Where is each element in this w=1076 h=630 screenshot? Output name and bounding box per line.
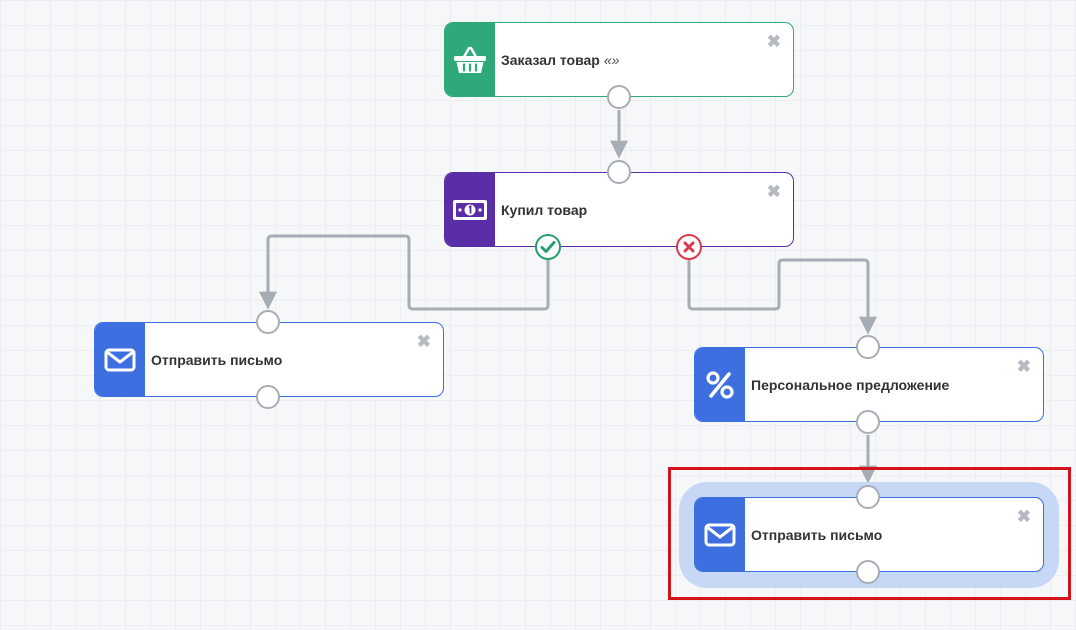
node-title-text: Отправить письмо: [751, 526, 883, 543]
close-icon[interactable]: ✖: [1016, 507, 1031, 526]
close-icon[interactable]: ✖: [766, 32, 781, 51]
node-icon-block: [695, 348, 745, 421]
envelope-icon: [704, 523, 736, 546]
node-title: Персональное предложение: [751, 348, 949, 421]
wire-yes-to-email: [259, 234, 550, 311]
node-title-suffix: «»: [603, 51, 620, 68]
input-port-email-selected[interactable]: [856, 485, 880, 509]
node-icon-block: [95, 323, 145, 396]
node-title-text: Отправить письмо: [151, 351, 283, 368]
node-send-email-selected[interactable]: Отправить письмо ✖: [694, 497, 1044, 572]
highlight-frame: [668, 467, 1071, 600]
node-send-email[interactable]: Отправить письмо ✖: [94, 322, 444, 397]
output-port-ordered[interactable]: [607, 85, 631, 109]
node-title-text: Персональное предложение: [751, 376, 950, 393]
input-port-offer[interactable]: [856, 335, 880, 359]
node-title: Отправить письмо: [751, 498, 882, 571]
close-icon[interactable]: ✖: [416, 332, 431, 351]
node-title: Купил товар: [501, 173, 587, 246]
envelope-icon: [104, 348, 136, 371]
node-title: Заказал товар «»: [501, 23, 619, 96]
banknote-icon: [453, 199, 487, 220]
node-icon-block: [445, 173, 495, 246]
cross-icon: [683, 241, 695, 253]
node-title-text: Заказал товар: [501, 51, 600, 68]
branch-yes-port[interactable]: [535, 234, 561, 260]
output-port-email-left[interactable]: [256, 385, 280, 409]
node-ordered-product[interactable]: Заказал товар «» ✖: [444, 22, 794, 97]
close-icon[interactable]: ✖: [766, 182, 781, 201]
node-bought-product[interactable]: Купил товар ✖: [444, 172, 794, 247]
node-title: Отправить письмо: [151, 323, 282, 396]
node-icon-block: [445, 23, 495, 96]
output-port-offer[interactable]: [856, 410, 880, 434]
wire-no-to-offer: [687, 258, 877, 335]
input-port-email-left[interactable]: [256, 310, 280, 334]
node-icon-block: [695, 498, 745, 571]
branch-no-port[interactable]: [676, 234, 702, 260]
check-icon: [540, 241, 556, 253]
node-title-text: Купил товар: [501, 201, 588, 218]
node-personal-offer[interactable]: Персональное предложение ✖: [694, 347, 1044, 422]
percent-icon: [706, 370, 734, 399]
basket-icon: [454, 46, 486, 73]
input-port-bought[interactable]: [607, 160, 631, 184]
output-port-email-selected[interactable]: [856, 560, 880, 584]
close-icon[interactable]: ✖: [1016, 357, 1031, 376]
